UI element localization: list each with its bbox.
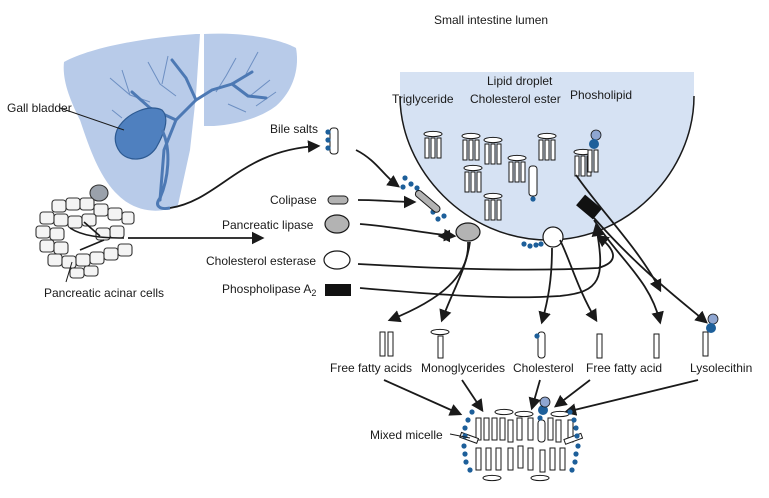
surface-bile-salts — [400, 175, 544, 249]
bile-salts-label: Bile salts — [270, 122, 319, 136]
gallbladder-leader — [59, 107, 125, 131]
lumen-label: Small intestine lumen — [434, 13, 549, 27]
cholesterol-esterase-glyph — [323, 250, 351, 270]
mixed-micelle — [459, 396, 584, 482]
monoglycerides-label: Monoglycerides — [421, 361, 506, 375]
triglyceride-glyphs — [423, 130, 593, 221]
lysolecithin-head-top — [707, 313, 719, 325]
colipase-at-surface — [414, 189, 441, 213]
liver — [63, 33, 298, 211]
bile-duct — [156, 129, 171, 210]
acinar-cells-label: Pancreatic acinar cells — [44, 286, 165, 300]
free-fatty-acid-label: Free fatty acid — [586, 361, 663, 375]
lysolecithin-head — [706, 323, 716, 333]
free-fatty-acids-label: Free fatty acids — [330, 361, 413, 375]
flow-arrows — [128, 140, 708, 416]
pancreatic-lipase-label: Pancreatic lipase — [222, 218, 314, 232]
micelle-leader — [449, 433, 471, 439]
acinar-cells — [35, 184, 135, 279]
lipase-at-surface — [455, 222, 481, 242]
lysolecithin-label: Lysolecithin — [690, 361, 753, 375]
triglyceride-label: Triglyceride — [392, 92, 454, 106]
colipase-label: Colipase — [270, 193, 317, 207]
cholesterol-esterase-at-surface — [542, 226, 564, 248]
phospholipase-at-surface — [576, 194, 602, 220]
lipid-droplet-label: Lipid droplet — [487, 74, 553, 88]
bile-salts-glyph — [325, 127, 339, 155]
product-glyphs — [379, 328, 709, 359]
cholesterol-ester-glyph — [528, 165, 538, 202]
acinar-leader — [65, 261, 73, 283]
cholesterol-label: Cholesterol — [513, 361, 574, 375]
acinar-duct — [69, 221, 125, 251]
phospholipase-glyph — [325, 284, 351, 296]
cholesterol-ester-label: Cholesterol ester — [470, 92, 561, 106]
mixed-micelle-label: Mixed micelle — [370, 428, 443, 442]
phospholipid-label: Phosholipid — [570, 88, 633, 102]
phospholipid-glyph — [587, 129, 602, 173]
cholesterol-head — [534, 333, 540, 339]
cholesterol-esterase-label: Cholesterol esterase — [206, 254, 317, 268]
gall-bladder-label: Gall bladder — [7, 101, 72, 115]
gallbladder — [114, 107, 167, 160]
colipase-glyph — [327, 195, 349, 205]
phospholipase-label: Phospholipase A2 — [222, 282, 317, 298]
pancreatic-lipase-glyph — [324, 214, 350, 234]
